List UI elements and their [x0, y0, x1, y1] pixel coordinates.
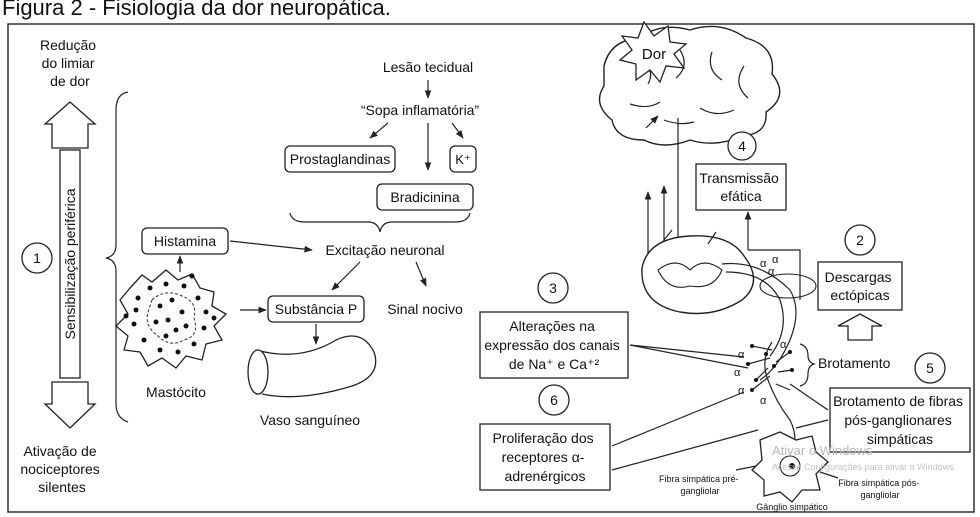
- step-4-number: 4: [738, 138, 746, 154]
- up-arrow-small-icon: [837, 313, 883, 341]
- alpha-receptor-label: Proliferação dos receptores α- adrenérgi…: [492, 430, 597, 484]
- substance-p-box: [267, 295, 365, 323]
- sensitization-bar: [59, 149, 81, 379]
- pain-starburst: [618, 20, 688, 84]
- central-pathway: Dor 4 Transmissão efática α α α 2 Desc: [479, 20, 971, 512]
- tissue-injury-label: Lesão tecidual: [383, 59, 473, 75]
- bradykinin-box: [376, 183, 474, 211]
- mast-cell-granules: [123, 273, 217, 355]
- svg-text:α: α: [772, 254, 779, 266]
- ephaptic-transmission-box: [695, 163, 787, 211]
- sprouting-label: Brotamento: [818, 355, 891, 371]
- step-6-number: 6: [550, 392, 558, 408]
- afferent-fibre-a: [721, 262, 797, 381]
- inflammatory-cascade: Lesão tecidual “Sopa inflamatória” Prost…: [115, 59, 480, 428]
- ephaptic-transmission-label: Transmissão efática: [699, 170, 783, 204]
- brain-shape: [598, 25, 781, 146]
- noxious-signal-label: Sinal nocivo: [387, 301, 463, 317]
- inflammatory-soup-label: “Sopa inflamatória”: [361, 102, 480, 118]
- prostaglandins-label: Prostaglandinas: [290, 151, 390, 167]
- alpha-receptor-box: [479, 423, 611, 491]
- svg-text:α: α: [734, 367, 741, 379]
- blood-vessel-opening: [247, 349, 269, 395]
- mast-cell-nucleus: [146, 292, 197, 344]
- histamine-box: [141, 227, 229, 255]
- threshold-reduction-label: Redução do limiar de dor: [40, 37, 100, 89]
- substance-p-label: Substância P: [275, 301, 358, 317]
- step-3-number: 3: [549, 280, 557, 296]
- pain-label: Dor: [642, 46, 666, 63]
- bradykinin-label: Bradicinina: [390, 189, 459, 205]
- preganglionic-fibre-label: Fibra simpática pré- gangliolar: [659, 474, 741, 496]
- step-5-circle: [914, 352, 946, 384]
- ectopic-discharges-box: [817, 261, 903, 311]
- channel-expression-box: [479, 311, 629, 379]
- step-2-number: 2: [856, 232, 864, 248]
- windows-watermark-title: Ativar o Windows: [772, 443, 873, 458]
- potassium-label: K⁺: [455, 152, 471, 167]
- windows-watermark-subtitle: Acesse Configurações para ativar o Windo…: [772, 462, 956, 472]
- step-1-circle: [21, 242, 53, 274]
- left-brace: [105, 91, 129, 423]
- svg-text:α: α: [738, 385, 745, 397]
- svg-text:α: α: [760, 258, 767, 270]
- mast-cell-label: Mastócito: [146, 384, 206, 400]
- postganglionic-sprouting-box: [829, 387, 971, 453]
- left-column: Redução do limiar de dor Sensibilização …: [20, 37, 129, 495]
- silent-nociceptors-label: Ativação de nociceptores silentes: [20, 443, 103, 495]
- neuronal-excitation-label: Excitação neuronal: [325, 242, 444, 258]
- down-arrow-icon: [43, 381, 97, 429]
- afferent-fibre-b: [725, 271, 784, 357]
- figure-frame: [7, 23, 975, 513]
- svg-text:α: α: [768, 266, 775, 278]
- up-arrow-icon: [43, 101, 97, 149]
- svg-text:α: α: [738, 349, 745, 361]
- step-3-circle: [537, 272, 569, 304]
- channel-expression-label: Alterações na expressão dos canais de Na…: [484, 318, 623, 372]
- step-6-circle: [538, 384, 570, 416]
- cascade-brace: [289, 212, 471, 233]
- sympathetic-ganglion-label: Gânglio simpático: [756, 502, 828, 512]
- ectopic-discharges-label: Descargas ectópicas: [825, 269, 896, 303]
- postganglionic-fibre-label: Fibra simpática pós- gangliolar: [838, 478, 922, 500]
- mast-cell-shape: [115, 269, 228, 369]
- spinal-cord-shape: [641, 235, 755, 315]
- blood-vessel-label: Vaso sanguíneo: [260, 412, 360, 428]
- spinal-cord-gray-matter: [657, 262, 723, 288]
- potassium-box: [449, 145, 477, 173]
- postganglionic-sprouting-label: Brotamento de fibras pós-ganglionares si…: [833, 393, 967, 447]
- figure-title: Figura 2 - Fisiologia da dor neuropática…: [2, 0, 391, 20]
- histamine-label: Histamina: [154, 233, 216, 249]
- step-5-number: 5: [926, 360, 934, 376]
- svg-text:α: α: [760, 395, 767, 407]
- dorsal-root-ganglion: [759, 273, 817, 299]
- step-1-number: 1: [33, 250, 41, 266]
- step-4-circle: [727, 131, 757, 161]
- peripheral-sensitization-label: Sensibilização periférica: [62, 188, 78, 339]
- prostaglandins-box: [284, 145, 396, 173]
- step-2-circle: [844, 224, 876, 256]
- blood-vessel-shape: [255, 335, 377, 398]
- svg-text:α: α: [780, 339, 787, 351]
